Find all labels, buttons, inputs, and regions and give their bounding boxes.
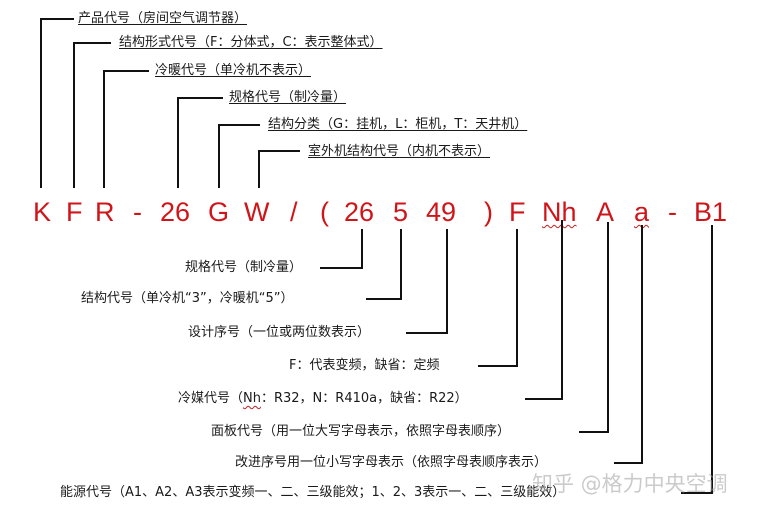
connector-b-b1-h — [681, 492, 713, 494]
code-5: 5 — [393, 197, 409, 227]
connector-f-h — [73, 42, 111, 44]
connector-b-nh-h — [525, 398, 563, 400]
connector-b-nh — [561, 220, 563, 400]
label-heating-cooling: 冷暖代号（单冷机不表示） — [155, 63, 312, 78]
connector-r-h — [103, 70, 149, 72]
code-open-paren: ( — [320, 197, 329, 227]
code-49: 49 — [426, 197, 457, 227]
connector-b-a-lower-h — [614, 462, 643, 464]
refrigerant-suffix: ：R32，N：R410a，缺省：R22） — [260, 391, 468, 406]
refrigerant-nh: Nh — [243, 391, 261, 406]
connector-b-a-h — [579, 431, 609, 433]
connector-b-49-h — [406, 332, 448, 334]
connector-f — [73, 42, 75, 188]
connector-b-5-h — [366, 298, 402, 300]
connector-b-a — [607, 222, 609, 433]
code-f: F — [66, 197, 83, 227]
code-close-paren: ) — [484, 197, 493, 227]
code-a-lower: a — [634, 197, 650, 227]
connector-r — [103, 70, 105, 188]
watermark: 知乎 @格力中央空调 — [532, 472, 728, 496]
label-improvement-serial: 改进序号用一位小写字母表示（依照字母表顺序表示） — [235, 455, 548, 470]
connector-g — [218, 124, 220, 188]
label-inverter: F：代表变频，缺省：定频 — [289, 358, 440, 373]
connector-b-26-h — [320, 267, 363, 269]
label-structure-form: 结构形式代号（F：分体式，C：表示整体式） — [119, 35, 383, 50]
label-capacity-top: 规格代号（制冷量） — [229, 90, 347, 105]
code-nh: Nh — [542, 197, 577, 227]
label-panel-code: 面板代号（用一位大写字母表示，依照字母表顺序） — [211, 424, 511, 439]
label-design-serial: 设计序号（一位或两位数表示） — [188, 325, 371, 340]
code-dash-2: - — [668, 197, 677, 227]
connector-b-a-lower — [641, 225, 643, 464]
code-26-b: 26 — [344, 197, 375, 227]
connector-b-f-h — [478, 365, 518, 367]
refrigerant-prefix: 冷媒代号（ — [178, 391, 244, 406]
connector-b-f — [516, 229, 518, 367]
code-26: 26 — [160, 197, 191, 227]
code-k: K — [33, 197, 52, 227]
code-f-inverter: F — [509, 197, 526, 227]
label-energy-code: 能源代号（A1、A2、A3表示变频一、二、三级能效；1、2、3表示一、二、三级能… — [60, 485, 566, 500]
label-outdoor-structure: 室外机结构代号（内机不表示） — [308, 144, 491, 159]
code-b1: B1 — [694, 197, 728, 227]
code-a-upper: A — [596, 197, 615, 227]
code-g: G — [208, 197, 230, 227]
label-product-code: 产品代号（房间空气调节器） — [78, 11, 248, 26]
connector-k — [40, 18, 42, 188]
code-dash-1: - — [133, 197, 142, 227]
connector-w — [258, 150, 260, 188]
connector-26-h — [177, 97, 223, 99]
label-capacity-bottom: 规格代号（制冷量） — [185, 260, 303, 275]
code-w: W — [244, 197, 270, 227]
connector-b-26 — [361, 229, 363, 269]
connector-b-b1 — [711, 225, 713, 494]
label-refrigerant: 冷媒代号（Nh：R32，N：R410a，缺省：R22） — [178, 391, 468, 407]
label-structure-code: 结构代号（单冷机“3”，冷暖机“5”） — [81, 291, 294, 306]
connector-g-h — [218, 124, 260, 126]
connector-w-h — [258, 150, 300, 152]
connector-26 — [177, 97, 179, 188]
label-structure-class: 结构分类（G：挂机，L：柜机，T：天井机） — [268, 117, 528, 132]
connector-b-49 — [446, 229, 448, 334]
code-r: R — [95, 197, 115, 227]
code-slash: / — [290, 197, 298, 227]
connector-b-5 — [400, 229, 402, 300]
connector-k-h — [40, 18, 74, 20]
